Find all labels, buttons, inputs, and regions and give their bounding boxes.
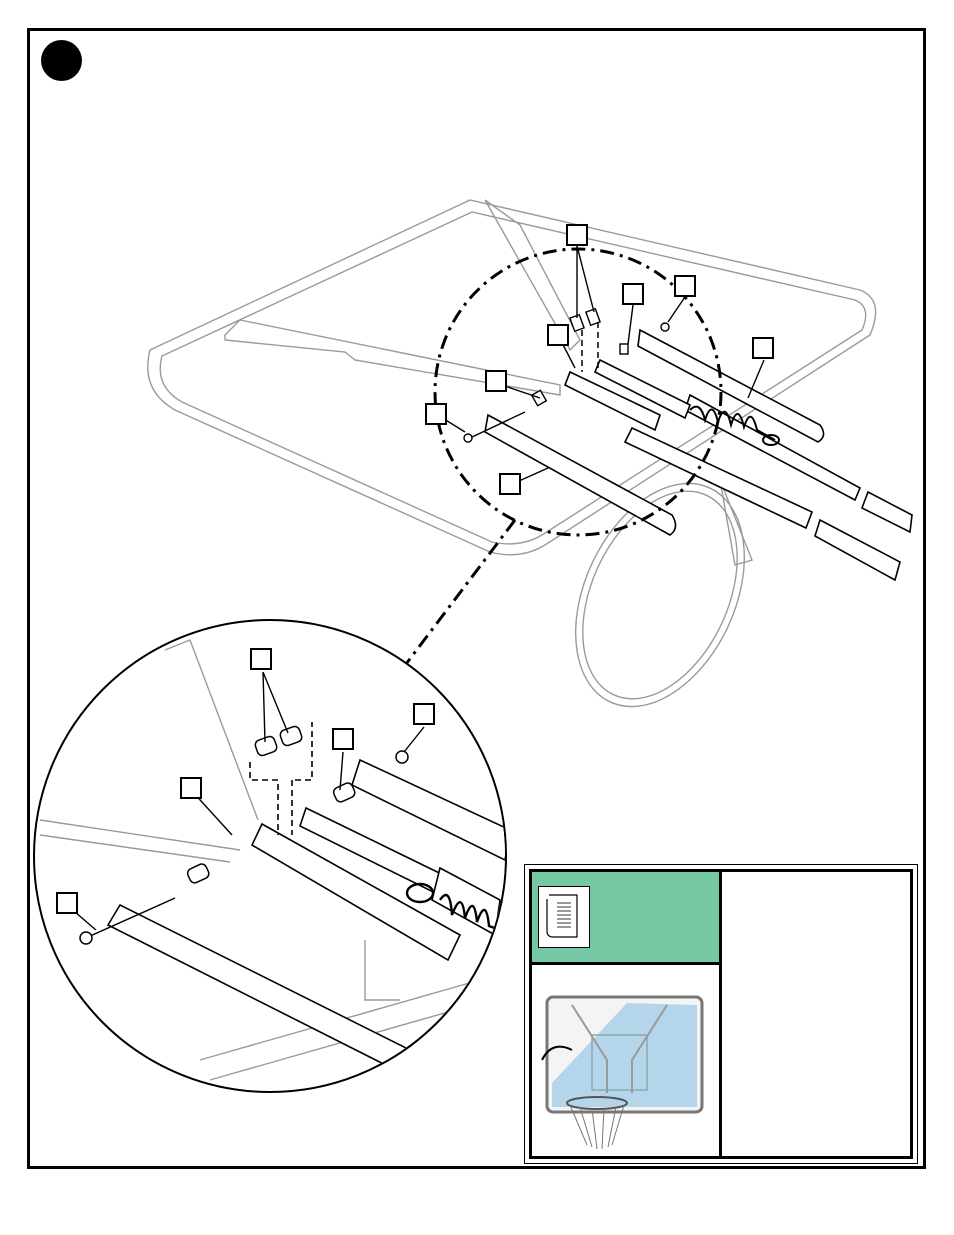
callout-box [674, 275, 696, 297]
callout-box [332, 728, 354, 750]
notes-cell [722, 872, 910, 1156]
tool-icon-graphic [539, 887, 589, 947]
lower-arm-tubes [815, 492, 912, 580]
insert-guides [582, 322, 598, 372]
basketball-backboard-icon [532, 965, 716, 1155]
callout-box [56, 892, 78, 914]
callout-box [413, 703, 435, 725]
callout-box [250, 648, 272, 670]
callout-box [485, 370, 507, 392]
info-panel [524, 864, 918, 1164]
tool-cell [532, 872, 722, 965]
preview-cell [532, 965, 722, 1156]
callout-box [499, 473, 521, 495]
callout-box [622, 283, 644, 305]
callout-box [752, 337, 774, 359]
callout-box [425, 403, 447, 425]
upper-arm-tubes [485, 330, 860, 535]
callout-box [180, 777, 202, 799]
info-panel-inner [529, 869, 913, 1159]
callout-box [566, 224, 588, 246]
callout-box [547, 324, 569, 346]
wrench-sheet-icon [538, 886, 590, 948]
